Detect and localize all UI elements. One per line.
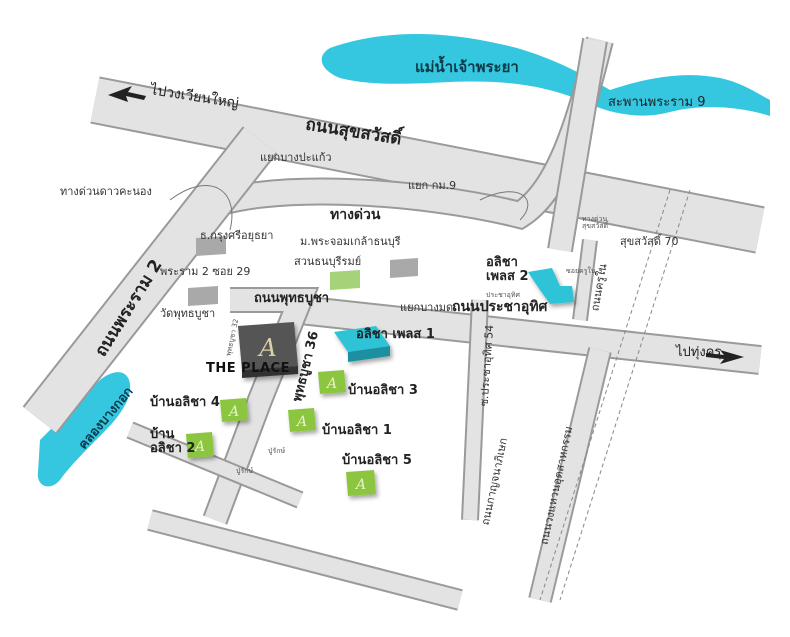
ban-alisa-2-label: บ้าน อลิชา 2 [150,427,196,457]
svg-text:A: A [193,439,205,455]
kmutt-label: ม.พระจอมเกล้าธนบุรี [300,235,401,248]
suk-sawat-70-label: สุขสวัสดิ์ 70 [620,235,679,248]
expressway-suk-sawat-label: ทางด่วนสุขสวัสดิ์ [582,215,609,230]
the-place-label: THE PLACE [206,361,290,376]
thonburirom-park-marker [330,270,360,290]
gray-buildings [188,236,418,306]
alisa-place-2-line1: อลิชา [486,255,518,270]
rama9-bridge-label: สะพานพระราม 9 [608,95,706,110]
phutthabucha-road-label: ถนนพุทธบูชา [254,291,330,306]
ban-alisa-2-marker [186,432,214,458]
project-tiles [186,370,376,496]
alisa-place-2-line2: เพลส 2 [486,269,529,285]
alisa-place-2-marker [528,268,574,304]
to-thung-khru-label: ไปทุ่งครุ [676,345,722,360]
svg-text:A: A [227,404,239,420]
project-tile-logos: A A A A A [193,376,366,493]
pracha-uthit-road-label: ถนนประชาอุทิศ [452,299,548,315]
ruam-mit-2-label: ปู่รักษ์ [236,467,254,475]
connector-lines [169,185,529,231]
dashed-ring-lines [539,189,691,601]
expressway-dao-khanong-label: ทางด่วนดาวคะนอง [60,185,152,198]
the-place-logo: A [257,334,276,362]
pracha-uthit-small-label: ประชาอุทิศ [486,291,520,299]
svg-text:A: A [325,376,337,392]
bang-mot-junction-label: แยกบางมด [400,301,454,314]
krungsri-bank-label: ธ.กรุงศรีอยุธยา [200,229,274,242]
ban-alisa-2-line1: บ้าน [150,427,175,442]
km9-label: แยก กม.9 [408,179,457,192]
ban-alisa-5-marker [346,470,376,496]
rama2-soi29-label: พระราม 2 ซอย 29 [160,265,251,278]
wat-phutthabucha-label: วัดพุทธบูชา [160,307,216,320]
roads [22,36,765,611]
ban-alisa-3-label: บ้านอลิชา 3 [348,383,418,398]
thonburirom-park-label: สวนธนบุรีรมย์ [294,255,362,268]
ban-alisa-1-label: บ้านอลิชา 1 [322,423,392,438]
alisa-place-2-label: อลิชา เพลส 2 [486,255,529,285]
alisa-place-1-label: อลิชา เพลส 1 [356,327,435,342]
ban-alisa-2-line2: อลิชา 2 [150,441,196,457]
alisa-place-1-marker [334,326,390,362]
svg-text:A: A [354,477,366,493]
the-place-marker [238,322,298,378]
ban-alisa-4-label: บ้านอลิชา 4 [150,395,220,410]
expressway-label: ทางด่วน [330,207,381,223]
ban-alisa-4-marker [220,398,248,422]
soi-khru-nai-label: ซอยครูใน 3 [566,267,603,275]
arrow-right-icon [706,350,744,364]
khlong-bang-kok-river [37,372,131,487]
ruam-mit-label: ปู่รักษ์ [268,447,286,455]
ban-alisa-1-marker [288,408,316,432]
chao-phraya-label: แม่น้ำเจ้าพระยา [415,58,519,76]
ban-alisa-5-label: บ้านอลิชา 5 [342,453,412,468]
bang-pakaeo-label: แยกบางปะแก้ว [260,151,332,164]
svg-text:A: A [295,414,307,430]
chao-phraya-river [321,33,770,116]
ban-alisa-3-marker [318,370,346,394]
arrow-left-icon [108,86,146,102]
